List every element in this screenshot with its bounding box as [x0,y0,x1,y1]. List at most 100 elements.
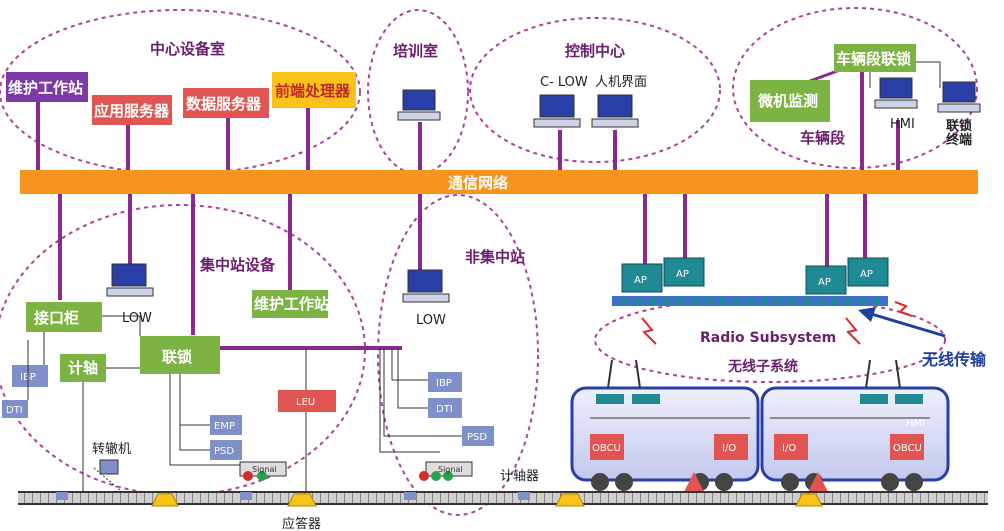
leu-box: LEU [278,390,336,412]
svg-text:接口柜: 接口柜 [34,309,79,327]
nc-psd-box: PSD [462,426,494,446]
switch-machine-label: 转辙机 [92,442,131,457]
nc-signal-icon: Signal [419,461,473,481]
interlock-terminal-label-1: 联锁 [946,118,972,134]
station-maint-box: 维护工作站 [252,290,329,318]
depot-hmi-label: HMI [890,117,915,132]
depot-interlock-box: 车辆段联锁 [834,44,916,72]
svg-text:计轴: 计轴 [68,359,98,377]
zone-title-control-center: 控制中心 [565,42,625,60]
svg-text:AP: AP [676,269,689,280]
svg-text:LEU: LEU [296,397,315,408]
axle-counter-label: 计轴器 [500,469,539,484]
svg-text:IBP: IBP [436,378,452,389]
emp-box: EMP [210,415,242,435]
network-uplinks [36,70,900,335]
data-server-box: 数据服务器 [183,88,269,118]
station-interlock-box: 联锁 [140,336,220,374]
io-label: I/O [722,443,736,454]
train-antenna [684,472,704,492]
ap-box: AP [805,265,847,295]
balises [151,493,823,507]
svg-text:前端处理器: 前端处理器 [275,82,351,100]
zone-title-non-centralized: 非集中站 [465,248,525,266]
obcu-label: OBCU [592,443,621,454]
radio-backbone-nodes [622,297,880,305]
svg-text:联锁: 联锁 [162,348,192,366]
network-bar [20,170,978,194]
svg-text:PSD: PSD [467,432,487,443]
computer-icon [937,81,981,113]
ap-box: AP [621,263,663,293]
svg-text:AP: AP [860,269,873,280]
svg-text:EMP: EMP [214,421,235,432]
dti-box: DTI [2,400,28,418]
nc-ibp-box: IBP [428,372,462,392]
computer-icon [402,269,450,303]
lightning-icon [845,317,861,345]
svg-text:车辆段联锁: 车辆段联锁 [836,50,911,68]
zone-title-training-room: 培训室 [393,42,438,60]
zone-control-center [469,17,721,163]
zone-non-centralized [377,194,539,516]
svg-text:DTI: DTI [436,404,453,415]
hmi-label: 人机界面 [595,75,647,90]
clow-label: C- LOW [540,75,588,90]
computer-icon [874,77,918,109]
lightning-icon [894,301,913,317]
svg-text:AP: AP [818,277,831,288]
train-car-left [570,359,760,491]
io-label-right: I/O [782,443,796,454]
computer-icon [591,94,639,128]
interface-cabinet-box: 接口柜 [26,302,102,332]
obcu-label-right: OBCU [893,443,922,454]
radio-subsystem-cn: 无线子系统 [727,358,798,375]
svg-text:AP: AP [634,275,647,286]
signal-icon: Signal [239,461,287,481]
lightning-icon [641,317,657,345]
computer-icon [397,89,441,121]
nc-dti-box: DTI [428,398,462,418]
computer-icon [533,94,581,128]
svg-text:应用服务器: 应用服务器 [94,102,170,120]
svg-text:Signal: Signal [252,465,277,474]
zone-center-room [0,9,361,175]
maint-workstation-box: 维护工作站 [6,72,88,102]
svg-text:维护工作站: 维护工作站 [8,79,83,97]
svg-text:DTI: DTI [6,405,23,416]
wireless-arrow-icon [858,307,946,338]
network-label: 通信网络 [448,174,508,192]
svg-text:数据服务器: 数据服务器 [186,95,262,113]
svg-text:维护工作站: 维护工作站 [254,295,329,313]
radio-subsystem-en: Radio Subsystem [700,330,836,346]
interlock-terminal-label-2: 终端 [946,132,972,148]
axle-count-box: 计轴 [60,354,106,382]
rail-track [18,492,988,504]
balise-label: 应答器 [282,516,321,531]
train-hmi-label: HMI [906,418,925,429]
train-car-right [760,359,950,491]
station-low-label: LOW [122,311,152,326]
app-server-box: 应用服务器 [92,95,172,125]
psd-box: PSD [210,440,242,460]
svg-text:微机监测: 微机监测 [757,92,818,110]
zone-title-center-room: 中心设备室 [150,40,225,58]
train-antenna [808,472,828,492]
axle-counters [56,492,530,500]
micro-monitor-box: 微机监测 [750,80,830,122]
computer-icon [106,263,154,297]
switch-machine-icon [93,459,121,491]
wireless-transmission-label: 无线传输 [921,350,987,369]
zone-title-depot: 车辆段 [800,129,845,147]
ibp-box: IBP [12,365,48,387]
noncentral-low-label: LOW [416,313,446,328]
ap-box: AP [663,257,705,287]
ap-box: AP [847,257,889,287]
svg-text:Signal: Signal [438,465,463,474]
station-wiring [27,315,462,492]
zone-title-centralized-station: 集中站设备 [199,256,276,274]
svg-text:PSD: PSD [214,446,234,457]
zone-depot [732,7,978,169]
